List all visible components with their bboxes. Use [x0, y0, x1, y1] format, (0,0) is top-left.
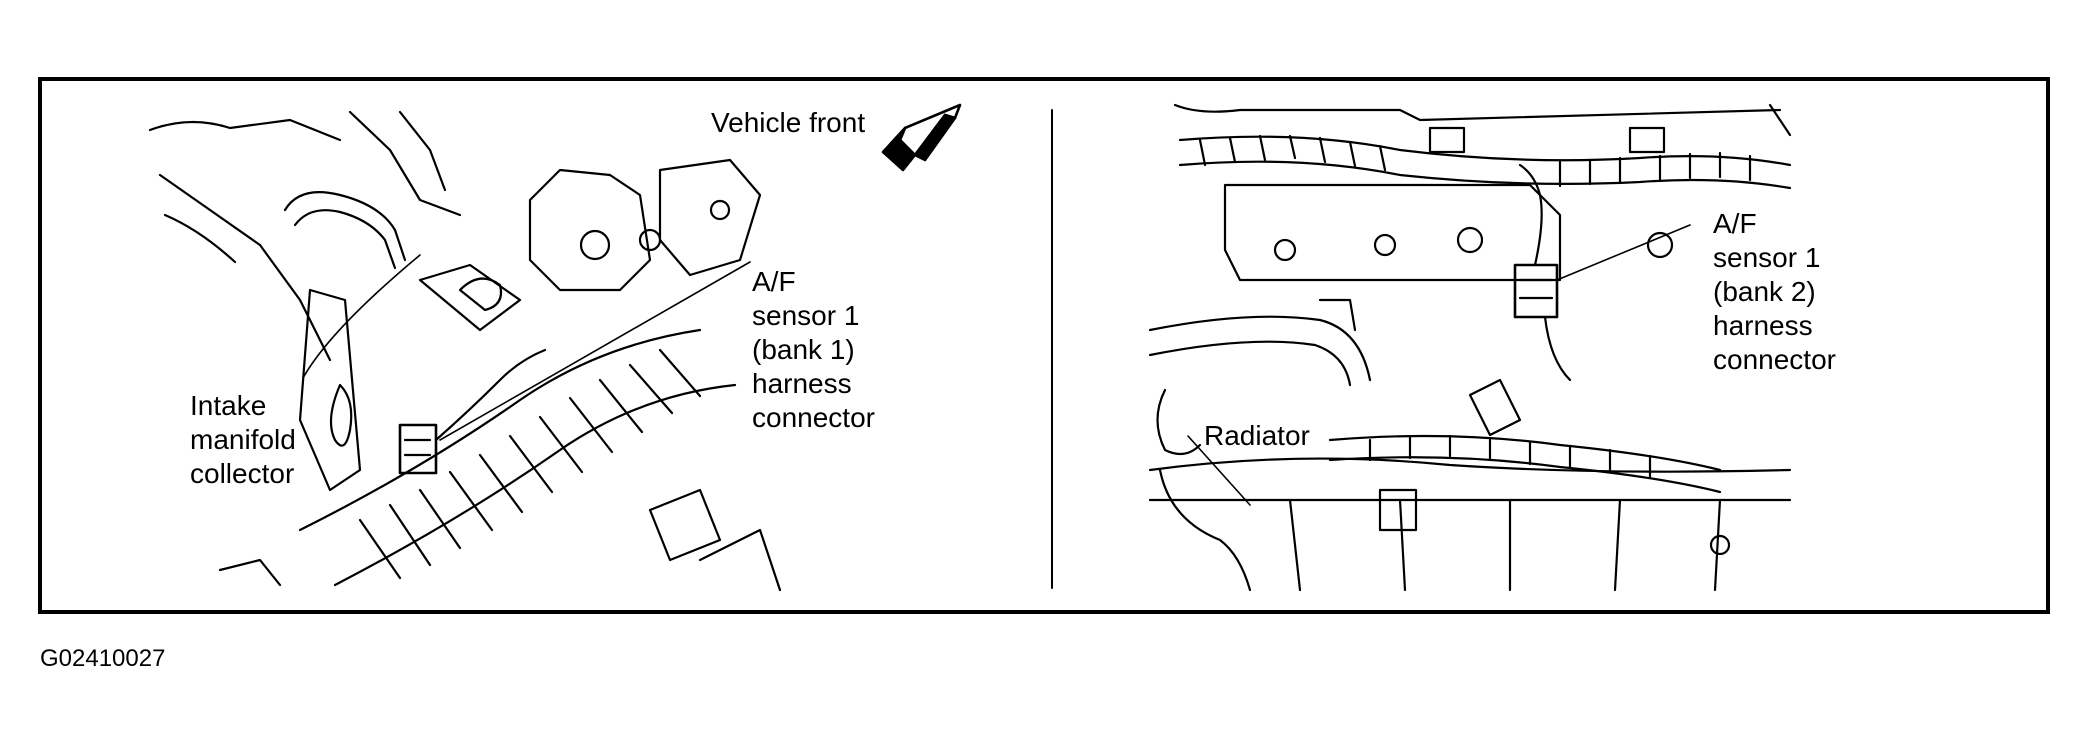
af-sensor-bank2-label: A/F sensor 1 (bank 2) harness connector: [1713, 207, 1836, 377]
af-sensor-bank1-line: (bank 1): [752, 334, 855, 365]
left-engine-drawing: [148, 110, 782, 592]
radiator-label: Radiator: [1204, 420, 1310, 451]
intake-manifold-label: Intake manifold collector: [190, 389, 296, 491]
af-sensor-bank2-line: sensor 1: [1713, 242, 1821, 273]
af-sensor-bank2-line: harness: [1713, 310, 1813, 341]
intake-manifold-line: manifold: [190, 424, 296, 455]
af-sensor-bank1-label: A/F sensor 1 (bank 1) harness connector: [752, 265, 875, 435]
diagram-frame: [38, 77, 2050, 614]
af-sensor-bank1-line: sensor 1: [752, 300, 860, 331]
af-sensor-bank2-line: (bank 2): [1713, 276, 1816, 307]
intake-manifold-line: collector: [190, 458, 295, 489]
intake-manifold-line: Intake: [190, 390, 267, 421]
vehicle-front-arrow: [881, 103, 962, 172]
af-sensor-bank1-line: A/F: [752, 266, 796, 297]
af-sensor-bank2-line: A/F: [1713, 208, 1757, 239]
af-sensor-bank2-line: connector: [1713, 344, 1836, 375]
figure-id: G02410027: [40, 645, 166, 672]
af-sensor-bank1-line: connector: [752, 402, 875, 433]
right-engine-drawing: [1148, 103, 1792, 592]
vehicle-front-label: Vehicle front: [711, 107, 866, 138]
af-sensor-bank1-line: harness: [752, 368, 852, 399]
